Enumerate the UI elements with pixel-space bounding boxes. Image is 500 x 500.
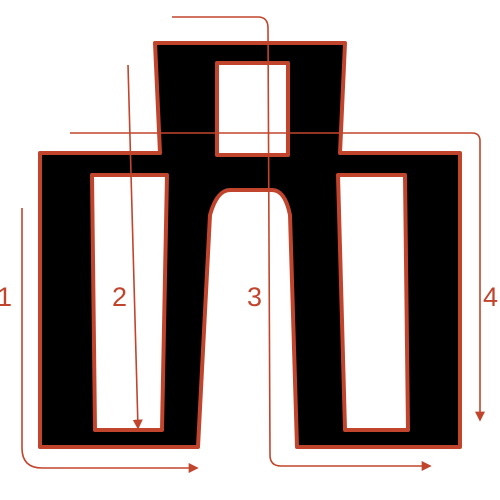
stroke-number-1: 1 (0, 282, 12, 312)
stroke-number-3: 3 (247, 282, 262, 312)
stroke-number-2: 2 (112, 282, 127, 312)
stroke-number-4: 4 (483, 282, 498, 312)
stroke-1-arrow (21, 208, 199, 473)
stroke-3-arrow (172, 16, 432, 471)
stroke-2-arrow (127, 64, 143, 430)
glyph-shape (38, 41, 462, 449)
stroke-4-arrow (70, 132, 485, 422)
